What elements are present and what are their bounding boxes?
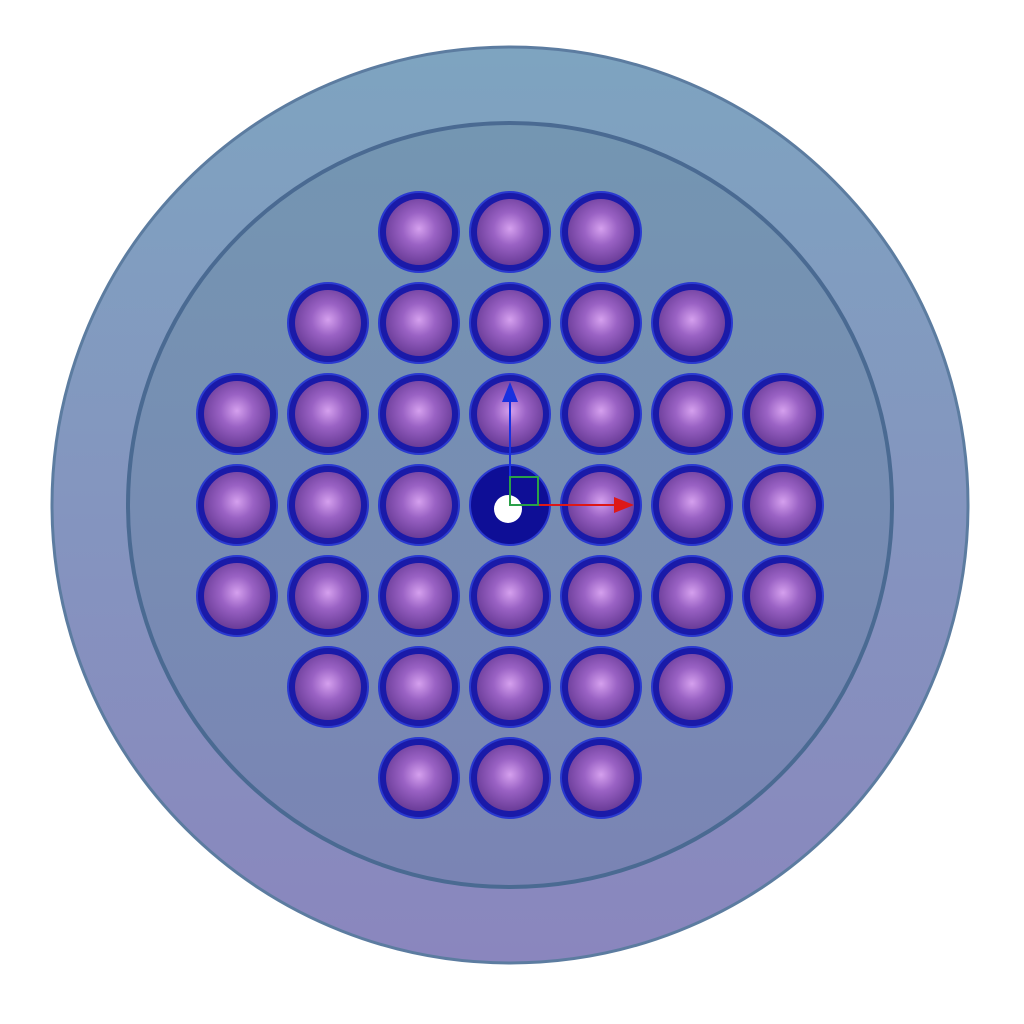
fuel-pellet xyxy=(477,745,543,811)
fuel-pellet xyxy=(386,381,452,447)
fuel-pellet xyxy=(386,290,452,356)
fuel-pellet xyxy=(477,199,543,265)
fuel-pellet xyxy=(204,381,270,447)
fuel-pellet xyxy=(750,563,816,629)
fuel-pellet xyxy=(750,472,816,538)
fuel-pellet xyxy=(386,472,452,538)
center-guide-tube-hole xyxy=(494,495,522,523)
fuel-pellet xyxy=(659,563,725,629)
fuel-pellet xyxy=(568,290,634,356)
origin-marker-icon xyxy=(509,476,539,506)
fuel-pellet xyxy=(750,381,816,447)
fuel-pellet xyxy=(568,199,634,265)
fuel-pellet xyxy=(295,290,361,356)
fuel-pin-lattice xyxy=(196,191,824,819)
fuel-pellet xyxy=(659,290,725,356)
fuel-pellet xyxy=(204,472,270,538)
fuel-pellet xyxy=(386,654,452,720)
fuel-pellet xyxy=(204,563,270,629)
fuel-pellet xyxy=(295,563,361,629)
fuel-pellet xyxy=(568,563,634,629)
fuel-pellet xyxy=(386,199,452,265)
fuel-pellet xyxy=(477,654,543,720)
fuel-pellet xyxy=(568,654,634,720)
coordinate-axes xyxy=(502,382,634,513)
fuel-pellet xyxy=(477,290,543,356)
fuel-pellet xyxy=(386,745,452,811)
fuel-pellet xyxy=(659,654,725,720)
fuel-pellet xyxy=(659,472,725,538)
fuel-pellet xyxy=(295,381,361,447)
fuel-pellet xyxy=(659,381,725,447)
fuel-pellet xyxy=(295,654,361,720)
fuel-pellet xyxy=(477,563,543,629)
fuel-pellet xyxy=(386,563,452,629)
fuel-pellet xyxy=(568,381,634,447)
fuel-pellet xyxy=(568,745,634,811)
fuel-pellet xyxy=(295,472,361,538)
